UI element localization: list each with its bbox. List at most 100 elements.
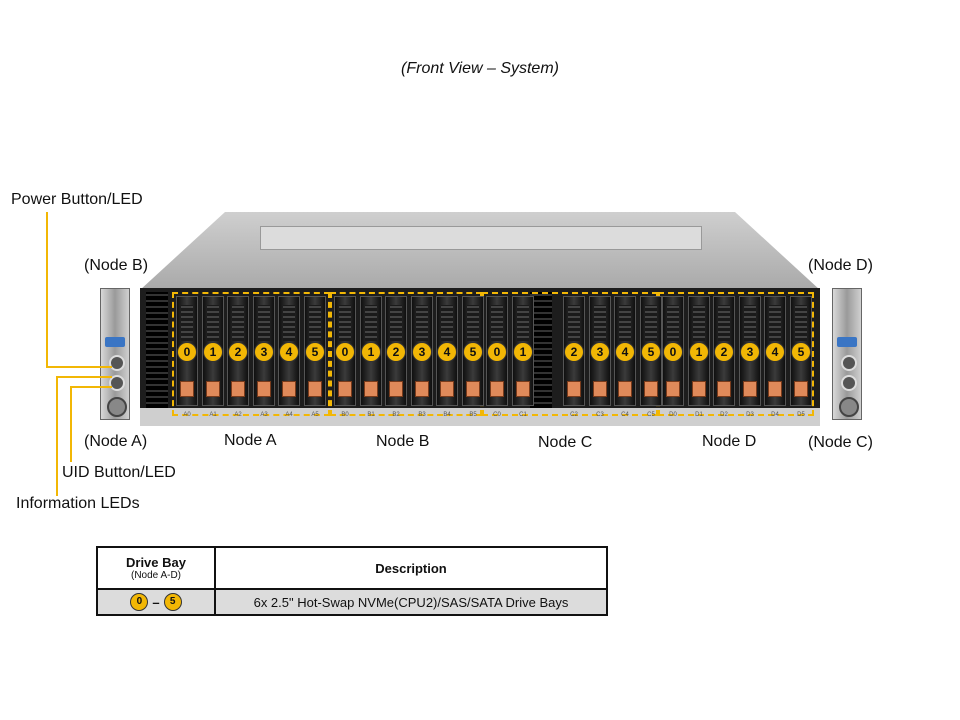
chassis-label-strip bbox=[140, 408, 820, 426]
bay-number-badge: 4 bbox=[615, 342, 635, 362]
drive-latch-icon[interactable] bbox=[717, 381, 731, 397]
drive-latch-icon[interactable] bbox=[257, 381, 271, 397]
drive-latch-icon[interactable] bbox=[440, 381, 454, 397]
drive-vent bbox=[693, 305, 705, 341]
bay-tag: A1 bbox=[209, 412, 217, 418]
drive-vent bbox=[365, 305, 377, 341]
node-b-ear-label: (Node B) bbox=[84, 257, 149, 274]
bay-tag: D0 bbox=[669, 412, 677, 418]
bay-range-end: 5 bbox=[163, 593, 182, 611]
power-button[interactable] bbox=[109, 355, 125, 371]
drive-latch-icon[interactable] bbox=[516, 381, 530, 397]
drive-latch-icon[interactable] bbox=[666, 381, 680, 397]
power-button-callout: Power Button/LED bbox=[11, 191, 143, 208]
bay-number-badge: 0 bbox=[177, 342, 197, 362]
drive-latch-icon[interactable] bbox=[692, 381, 706, 397]
drive-vent bbox=[390, 305, 402, 341]
bay-number-badge: 1 bbox=[203, 342, 223, 362]
left-ear-logo bbox=[105, 337, 125, 347]
bay-number-badge: 2 bbox=[564, 342, 584, 362]
right-thumb-screw-icon bbox=[839, 397, 859, 417]
drive-latch-icon[interactable] bbox=[593, 381, 607, 397]
bay-tag: B4 bbox=[443, 412, 451, 418]
node-a-label: Node A bbox=[224, 432, 277, 449]
drive-vent bbox=[181, 305, 193, 341]
uid-button-callout: UID Button/LED bbox=[62, 464, 176, 481]
bay-number-badge: 1 bbox=[361, 342, 381, 362]
right-uid-button[interactable] bbox=[841, 375, 857, 391]
bay-number-badge: 2 bbox=[386, 342, 406, 362]
bay-tag: B5 bbox=[469, 412, 477, 418]
table-row: 0–5 6x 2.5" Hot-Swap NVMe(CPU2)/SAS/SATA… bbox=[96, 588, 608, 616]
drive-latch-icon[interactable] bbox=[618, 381, 632, 397]
drive-latch-icon[interactable] bbox=[466, 381, 480, 397]
bay-number-badge: 2 bbox=[228, 342, 248, 362]
right-rack-ear bbox=[832, 288, 862, 420]
drive-vent bbox=[207, 305, 219, 341]
drive-latch-icon[interactable] bbox=[282, 381, 296, 397]
uid-button[interactable] bbox=[109, 375, 125, 391]
table-header-row: Drive Bay (Node A-D) Description bbox=[96, 546, 608, 590]
bay-number-badge: 5 bbox=[641, 342, 661, 362]
chassis-top-cover bbox=[140, 212, 820, 290]
bay-number-badge: 4 bbox=[437, 342, 457, 362]
bay-number-badge: 5 bbox=[305, 342, 325, 362]
drive-vent bbox=[283, 305, 295, 341]
drive-latch-icon[interactable] bbox=[231, 381, 245, 397]
bay-number-badge: 1 bbox=[689, 342, 709, 362]
bay-tag: D1 bbox=[695, 412, 703, 418]
drive-latch-icon[interactable] bbox=[743, 381, 757, 397]
right-power-button[interactable] bbox=[841, 355, 857, 371]
left-vent bbox=[146, 292, 168, 408]
left-thumb-screw-icon bbox=[107, 397, 127, 417]
bay-tag: A4 bbox=[285, 412, 293, 418]
bay-tag: B1 bbox=[367, 412, 375, 418]
bay-tag: C4 bbox=[621, 412, 629, 418]
drive-vent bbox=[619, 305, 631, 341]
figure-caption: (Front View – System) bbox=[401, 60, 559, 77]
drive-vent bbox=[568, 305, 580, 341]
drive-latch-icon[interactable] bbox=[567, 381, 581, 397]
bay-number-badge: 3 bbox=[590, 342, 610, 362]
drive-latch-icon[interactable] bbox=[338, 381, 352, 397]
drive-latch-icon[interactable] bbox=[308, 381, 322, 397]
chassis-lid-panel bbox=[260, 226, 702, 250]
bay-number-badge: 0 bbox=[335, 342, 355, 362]
drive-vent bbox=[667, 305, 679, 341]
bay-number-badge: 5 bbox=[463, 342, 483, 362]
bay-tag: B0 bbox=[341, 412, 349, 418]
drive-latch-icon[interactable] bbox=[794, 381, 808, 397]
drive-latch-icon[interactable] bbox=[389, 381, 403, 397]
drive-vent bbox=[416, 305, 428, 341]
bay-tag: A3 bbox=[260, 412, 268, 418]
bay-tag: A2 bbox=[234, 412, 242, 418]
drive-bay-b2[interactable] bbox=[385, 296, 407, 406]
left-rack-ear bbox=[100, 288, 130, 420]
drive-latch-icon[interactable] bbox=[206, 381, 220, 397]
node-a-bay-group bbox=[172, 292, 330, 416]
node-c-label: Node C bbox=[538, 434, 593, 451]
node-b-label: Node B bbox=[376, 433, 430, 450]
bay-tag: D5 bbox=[797, 412, 805, 418]
drive-vent bbox=[718, 305, 730, 341]
bay-number-badge: 2 bbox=[714, 342, 734, 362]
bay-number-badge: 0 bbox=[487, 342, 507, 362]
drive-bay-column-header: Drive Bay (Node A-D) bbox=[96, 546, 216, 590]
drive-vent bbox=[769, 305, 781, 341]
bay-tag: D2 bbox=[720, 412, 728, 418]
bay-number-badge: 5 bbox=[791, 342, 811, 362]
bay-number-badge: 3 bbox=[740, 342, 760, 362]
drive-bay-description-cell: 6x 2.5" Hot-Swap NVMe(CPU2)/SAS/SATA Dri… bbox=[214, 588, 608, 616]
drive-latch-icon[interactable] bbox=[490, 381, 504, 397]
bay-number-badge: 0 bbox=[663, 342, 683, 362]
drive-latch-icon[interactable] bbox=[644, 381, 658, 397]
drive-latch-icon[interactable] bbox=[415, 381, 429, 397]
drive-bay-range-cell: 0–5 bbox=[96, 588, 216, 616]
node-d-ear-label: (Node D) bbox=[808, 257, 873, 274]
drive-vent bbox=[467, 305, 479, 341]
bay-number-badge: 1 bbox=[513, 342, 533, 362]
drive-latch-icon[interactable] bbox=[364, 381, 378, 397]
node-a-ear-label: (Node A) bbox=[84, 433, 148, 450]
drive-latch-icon[interactable] bbox=[768, 381, 782, 397]
drive-latch-icon[interactable] bbox=[180, 381, 194, 397]
